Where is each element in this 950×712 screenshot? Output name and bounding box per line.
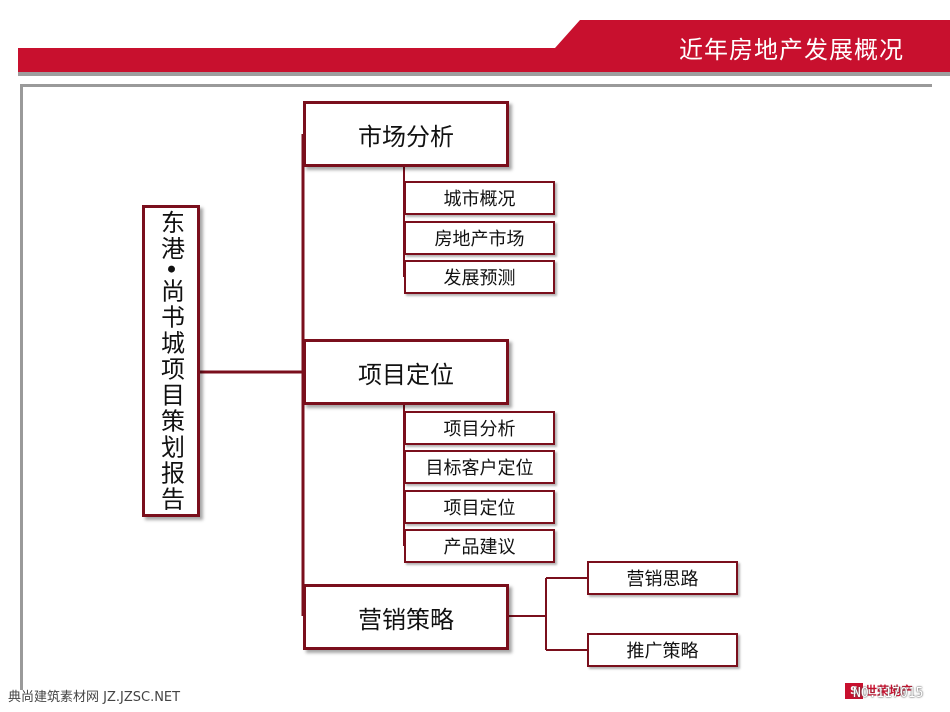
banner-red-bar <box>18 20 950 72</box>
footer-number: NO:117015 <box>853 686 924 701</box>
banner-shape <box>18 20 950 76</box>
item-development-forecast: 发展预测 <box>404 260 555 294</box>
company-logo-text: 世荣地产 <box>865 684 914 698</box>
section-marketing-strategy: 营销策略 <box>303 584 509 650</box>
header-banner: 近年房地产发展概况 <box>0 0 950 80</box>
page-title: 近年房地产发展概况 <box>679 36 904 64</box>
content-frame <box>20 84 932 690</box>
banner-underline <box>18 72 950 76</box>
item-marketing-ideas: 营销思路 <box>587 561 738 595</box>
item-project-analysis: 项目分析 <box>404 411 555 445</box>
item-project-positioning: 项目定位 <box>404 490 555 524</box>
item-city-overview: 城市概况 <box>404 181 555 215</box>
item-product-suggestion: 产品建议 <box>404 529 555 563</box>
root-node: 东港•尚书城项目策划报告 <box>142 205 200 517</box>
section-market-analysis: 市场分析 <box>303 101 509 167</box>
item-real-estate-market: 房地产市场 <box>404 221 555 255</box>
item-promotion-strategy: 推广策略 <box>587 633 738 667</box>
footer-watermark: 典尚建筑素材网 JZ.JZSC.NET <box>8 690 181 705</box>
company-logo-icon: S <box>845 682 863 699</box>
footer-brand: S 世荣地产 NO:117015 <box>845 682 923 701</box>
section-project-positioning: 项目定位 <box>303 339 509 405</box>
item-target-customer: 目标客户定位 <box>404 450 555 484</box>
